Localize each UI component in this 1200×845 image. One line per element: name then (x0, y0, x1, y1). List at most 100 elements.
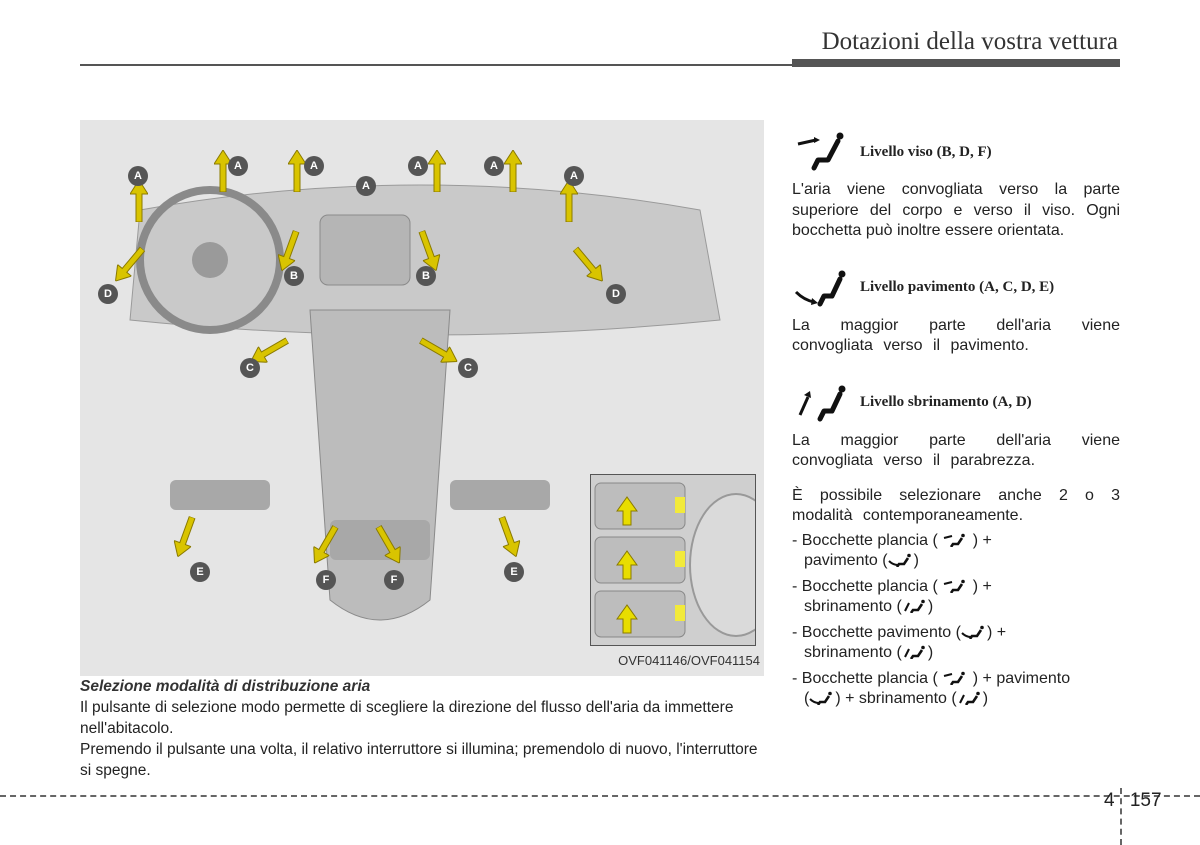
combo-text: - Bocchette plancia ( (792, 577, 938, 595)
page-number-value: 157 (1129, 790, 1162, 811)
zone-badge: A (484, 156, 504, 176)
face-level-icon (944, 579, 966, 593)
header-rule-thin (80, 64, 792, 66)
combo-text: ) (927, 598, 934, 615)
combo-text: ) + (986, 623, 1007, 641)
header-rule-thick (792, 59, 1120, 67)
zone-badge: C (240, 358, 260, 378)
combo-text: pavimento ( (804, 552, 888, 569)
defrost-level-icon (903, 645, 925, 659)
left-floor-vent (170, 480, 270, 510)
mode-buttons-drawing (594, 482, 686, 638)
page-number: 4 157 (1104, 790, 1162, 812)
mode-face-level: Livello viso (B, D, F) L'aria viene conv… (792, 130, 1120, 242)
page-header-title: Dotazioni della vostra vettura (821, 28, 1118, 55)
defrost-level-icon (958, 691, 980, 705)
steering-hub (192, 242, 228, 278)
combo-text: ) (927, 644, 934, 661)
mode-heading: Livello pavimento (A, C, D, E) (792, 266, 1120, 310)
zone-badge: C (458, 358, 478, 378)
zone-badge: A (128, 166, 148, 186)
footer-divider (1120, 788, 1122, 845)
combo-text: ) + (972, 577, 992, 595)
yellow-arrow-icon (250, 337, 290, 363)
zone-badge: A (564, 166, 584, 186)
combo-line: sbrinamento () (792, 643, 1120, 664)
combo-text: ) + (972, 531, 992, 549)
face-level-icon (944, 533, 966, 547)
combo-text: - Bocchette plancia ( (792, 669, 938, 687)
center-stack (319, 214, 411, 286)
yellow-arrow-icon (375, 524, 401, 564)
zone-badge: E (504, 562, 524, 582)
mode-button-inset (590, 474, 756, 646)
figure-code: OVF041146/OVF041154 (618, 653, 760, 668)
yellow-arrow-icon (277, 229, 300, 272)
list-item: - Bocchette plancia ( ) + sbrinamento () (792, 577, 1120, 618)
combo-text: - Bocchette plancia ( (792, 531, 938, 549)
right-floor-vent (450, 480, 550, 510)
yellow-arrow-icon (418, 229, 441, 272)
footer-rule (0, 795, 1200, 797)
combo-text: ) + sbrinamento ( (835, 690, 957, 707)
zone-badge: A (408, 156, 428, 176)
face-level-icon (797, 132, 844, 171)
list-item: - Bocchette plancia ( ) + pavimento ( ) +… (792, 669, 1120, 710)
yellow-arrow-icon (114, 246, 146, 282)
figure-caption: Selezione modalità di distribuzione aria… (80, 676, 768, 781)
floor-level-icon (961, 625, 984, 639)
combo-text: ) + pavimento (972, 669, 1071, 687)
yellow-arrow-icon (288, 150, 306, 192)
face-level-icon (944, 671, 966, 685)
combo-text: sbrinamento ( (804, 644, 902, 661)
mode-defrost-level: Livello sbrinamento (A, D) La maggior pa… (792, 381, 1120, 472)
yellow-arrow-icon (418, 337, 458, 363)
zone-badge: B (416, 266, 436, 286)
floor-level-icon (794, 270, 846, 306)
yellow-arrow-icon (572, 246, 604, 282)
yellow-arrow-icon (173, 515, 196, 558)
combinations-intro: È possibile selezionare anche 2 o 3 moda… (792, 486, 1120, 525)
combinations-list: - Bocchette plancia ( ) + pavimento () -… (792, 531, 1120, 710)
chapter-number: 4 (1104, 790, 1115, 811)
zone-badge: D (606, 284, 626, 304)
mode-description: La maggior parte dell'aria viene convogl… (792, 316, 1120, 355)
dial-ring (689, 493, 755, 637)
floor-level-icon (887, 553, 911, 567)
combo-line: sbrinamento () (792, 597, 1120, 618)
mode-heading: Livello sbrinamento (A, D) (792, 381, 1120, 425)
zone-badge: B (284, 266, 304, 286)
zone-badge: F (384, 570, 404, 590)
mode-description: L'aria viene convogliata verso la parte … (792, 181, 1120, 239)
mode-heading: Livello viso (B, D, F) (792, 130, 1120, 174)
yellow-arrow-icon (428, 150, 446, 192)
mode-descriptions: Livello viso (B, D, F) L'aria viene conv… (792, 130, 1120, 715)
yellow-arrow-icon (130, 180, 148, 222)
defrost-level-icon (903, 599, 925, 613)
yellow-arrow-icon (560, 180, 578, 222)
mode-label: Livello pavimento (A, C, D, E) (860, 279, 1055, 296)
mode-label: Livello viso (B, D, F) (860, 143, 992, 160)
yellow-arrow-icon (313, 524, 339, 564)
airflow-diagram-figure: A A A A A A A B B (80, 120, 764, 676)
zone-badge: A (304, 156, 324, 176)
combo-text: ( (804, 690, 810, 707)
combo-text: - Bocchette pavimento ( (792, 623, 961, 641)
zone-badge: F (316, 570, 336, 590)
list-item: - Bocchette plancia ( ) + pavimento () (792, 531, 1120, 572)
zone-badge: E (190, 562, 210, 582)
floor-level-icon (809, 691, 833, 705)
combo-line: () + sbrinamento () (792, 689, 1120, 710)
zone-badge: A (228, 156, 248, 176)
caption-paragraph: Premendo il pulsante una volta, il relat… (80, 741, 758, 779)
mode-floor-level: Livello pavimento (A, C, D, E) La maggio… (792, 266, 1120, 357)
list-item: - Bocchette pavimento ( ) + sbrinamento (… (792, 623, 1120, 664)
mode-label: Livello sbrinamento (A, D) (860, 394, 1032, 411)
zone-badge: A (356, 176, 376, 196)
combo-line: pavimento () (792, 551, 1120, 572)
combo-text: ) (913, 552, 919, 569)
defrost-level-icon (798, 385, 846, 421)
caption-title: Selezione modalità di distribuzione aria (80, 678, 371, 695)
dashboard-drawing (129, 184, 721, 621)
yellow-arrow-icon (504, 150, 522, 192)
